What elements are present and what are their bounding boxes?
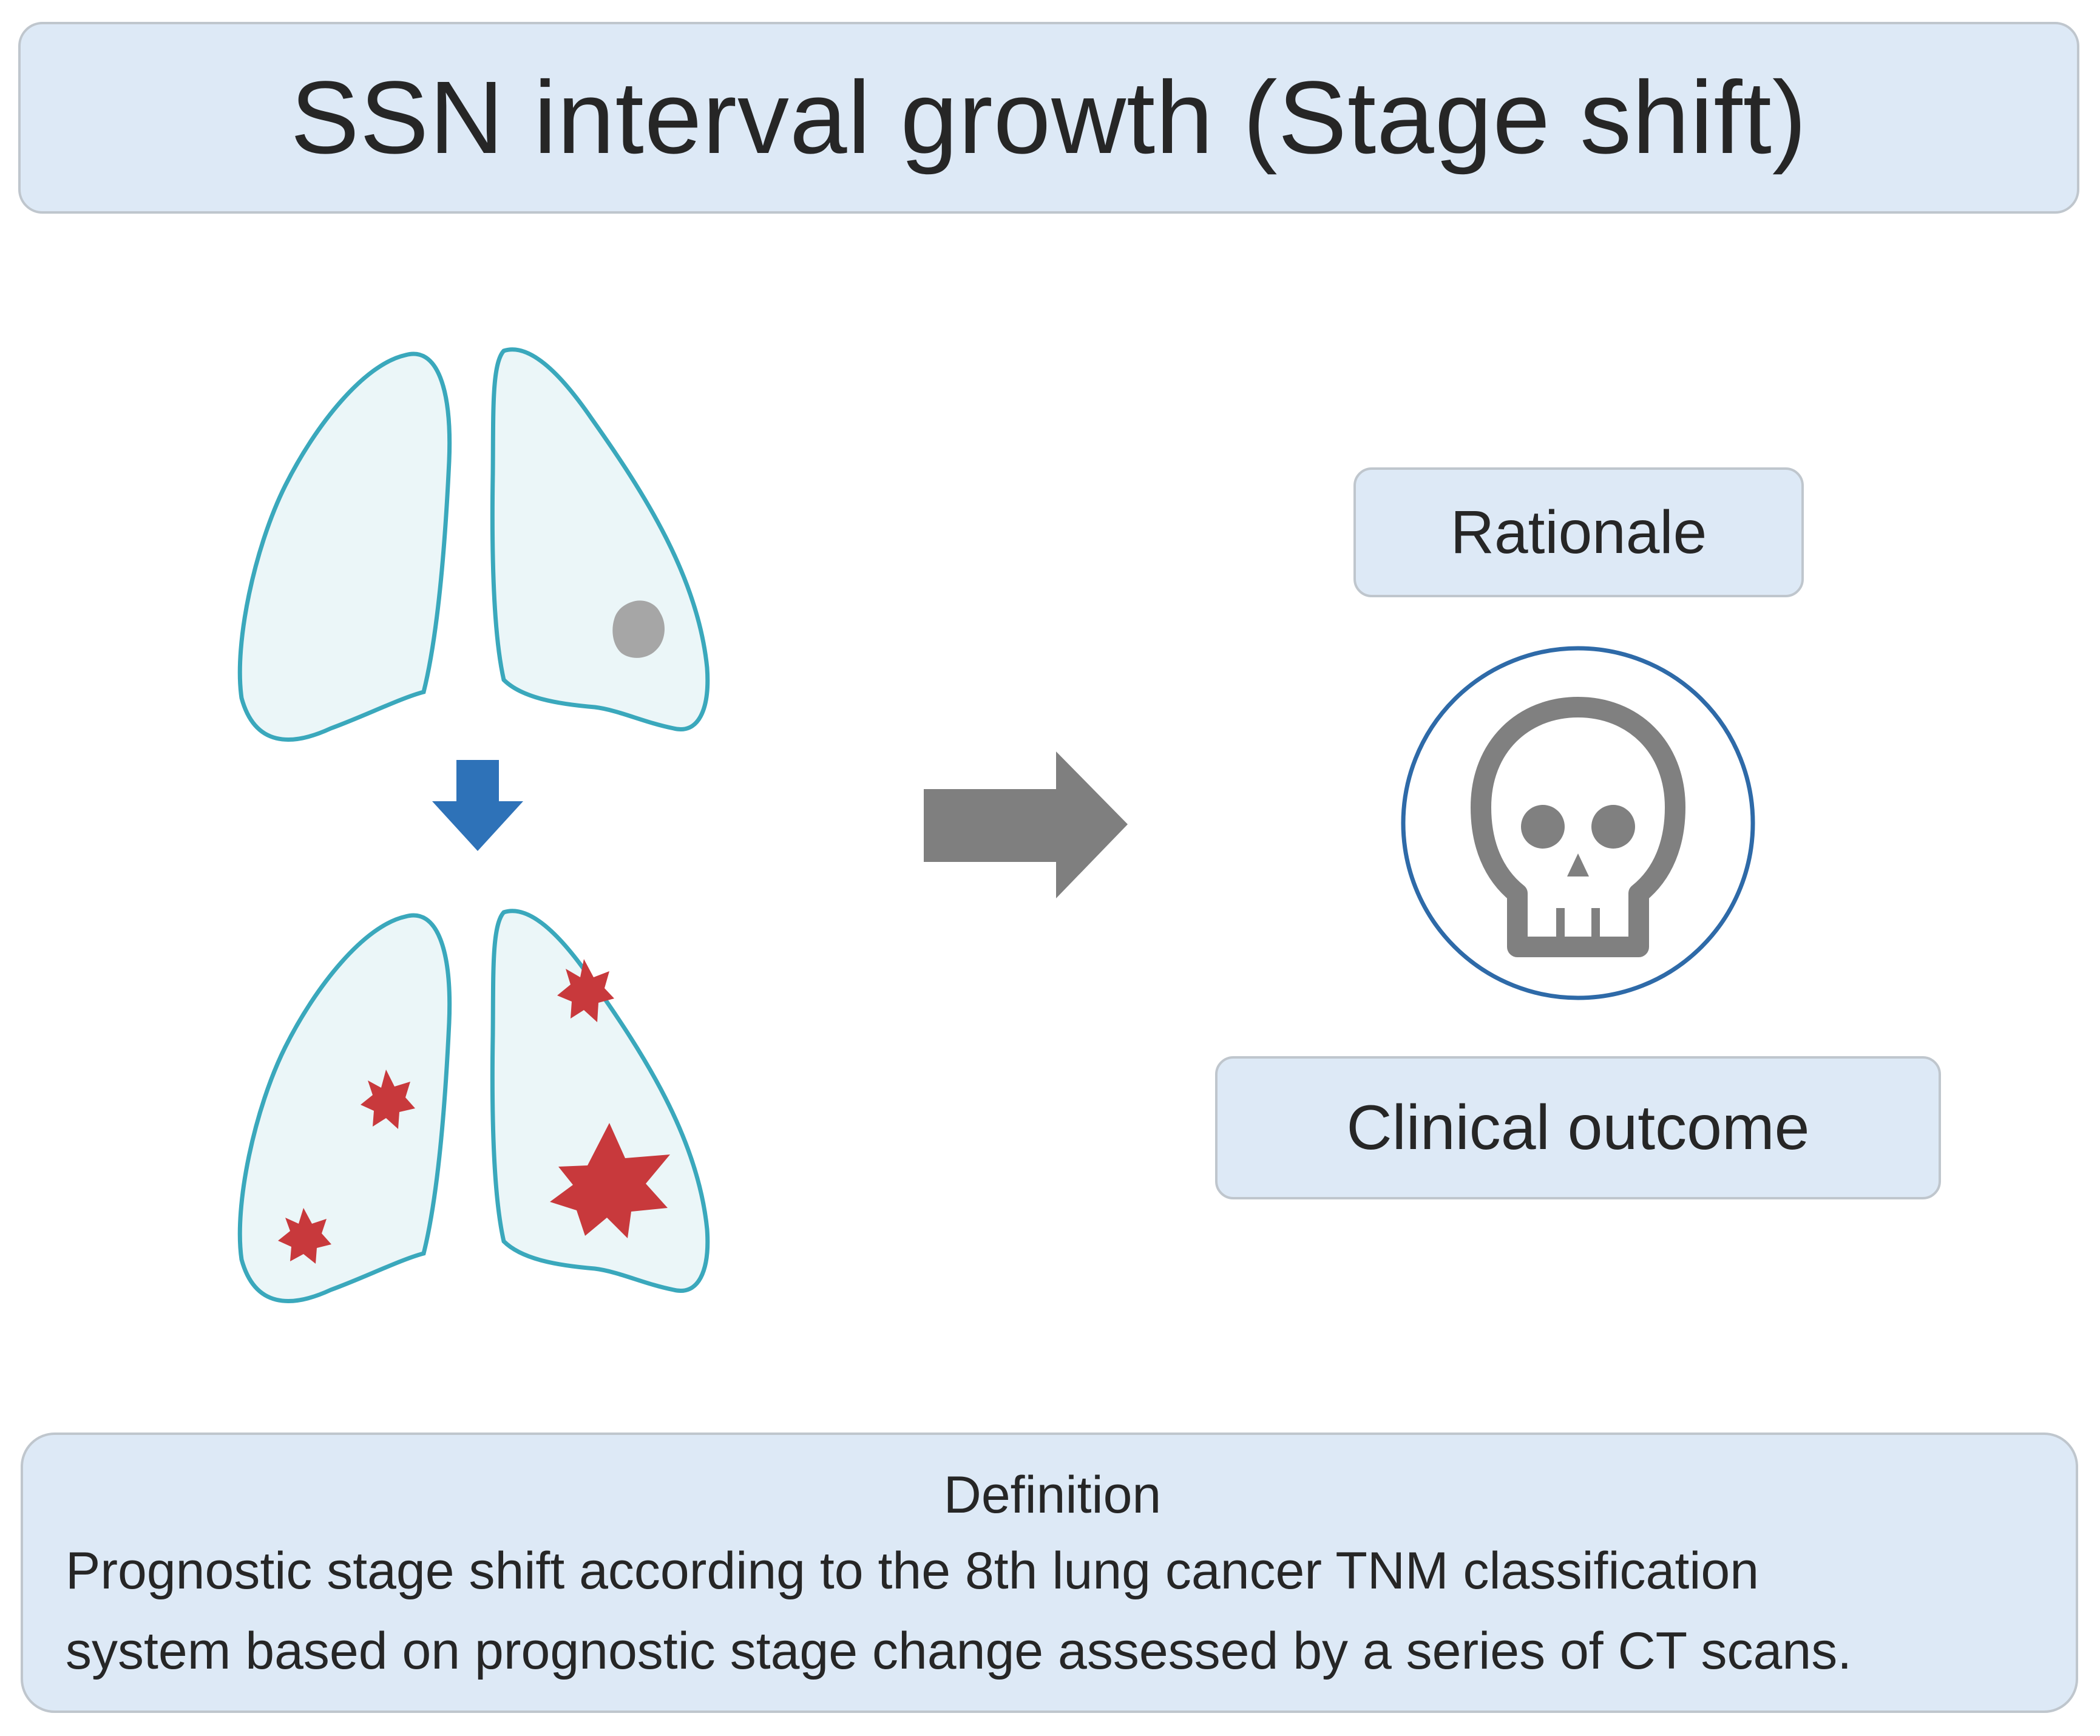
tumor-icon [278, 1208, 331, 1264]
down-arrow-icon [432, 760, 523, 851]
lungs-before [237, 347, 710, 742]
skull-tooth-divider [1556, 908, 1565, 947]
definition-heading: Definition [943, 1466, 1162, 1524]
skull-head [1471, 697, 1685, 957]
title-box: SSN interval growth (Stage shift) [18, 22, 2079, 214]
left-lung-after [490, 909, 710, 1293]
lungs-after [237, 909, 710, 1303]
tumor-icon [557, 959, 614, 1022]
clinical-outcome-label: Clinical outcome [1346, 1092, 1810, 1163]
right-arrow-icon [924, 751, 1128, 898]
skull-icon [1471, 697, 1685, 957]
definition-box: Definition Prognostic stage shift accord… [21, 1433, 2078, 1713]
tumor-icon [550, 1123, 670, 1238]
left-lung-before [490, 347, 710, 731]
definition-text-line-2: system based on prognostic stage change … [66, 1622, 1852, 1680]
skull-eye-right [1591, 805, 1635, 849]
right-lung-before [237, 351, 452, 742]
title: SSN interval growth (Stage shift) [290, 60, 1807, 175]
tumor-icon [361, 1070, 415, 1129]
tumors [278, 959, 670, 1264]
rationale-label: Rationale [1450, 498, 1707, 566]
skull-eye-left [1521, 805, 1565, 849]
definition-text-line-1: Prognostic stage shift according to the … [66, 1542, 1760, 1600]
nodule-icon [612, 600, 665, 658]
skull-tooth-divider [1591, 908, 1600, 947]
clinical-outcome-box: Clinical outcome [1215, 1056, 1941, 1199]
right-lung-after [237, 913, 452, 1303]
skull-nose [1567, 853, 1589, 876]
rationale-box: Rationale [1353, 467, 1804, 597]
